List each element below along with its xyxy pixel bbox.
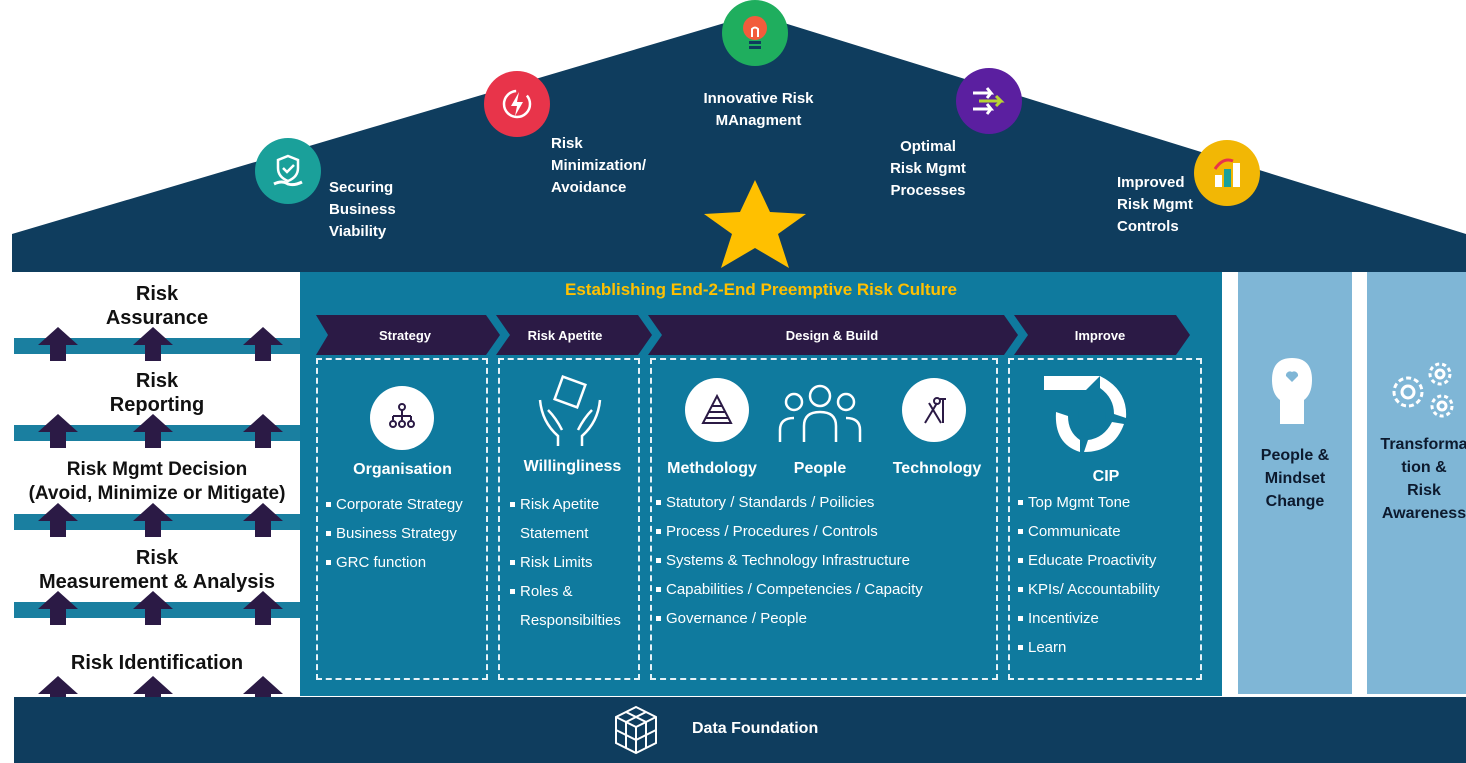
list-item: KPIs/ Accountability xyxy=(1018,575,1200,604)
cycle-icon xyxy=(1040,372,1134,456)
people-icon xyxy=(774,382,866,444)
up-arrow-icon xyxy=(38,414,78,448)
up-arrow-icon xyxy=(38,591,78,625)
list-item: Educate Proactivity xyxy=(1018,546,1200,575)
cubes-icon xyxy=(610,703,662,757)
lightning-icon xyxy=(484,71,550,137)
list-item: Business Strategy xyxy=(326,519,490,548)
list-item: Process / Procedures / Controls xyxy=(656,517,996,546)
design-bullets: Statutory / Standards / Poilicies Proces… xyxy=(656,488,996,633)
title-technology: Technology xyxy=(892,460,982,477)
people-mindset-column xyxy=(1238,272,1352,694)
up-arrow-icon xyxy=(38,503,78,537)
arrows-icon xyxy=(956,68,1022,134)
up-arrow-icon xyxy=(243,591,283,625)
head-heart-icon xyxy=(1266,356,1318,426)
apetite-box xyxy=(498,358,640,680)
list-item: Learn xyxy=(1018,633,1200,662)
improve-bullets: Top Mgmt Tone Communicate Educate Proact… xyxy=(1018,488,1200,662)
pyramid-icon xyxy=(685,378,749,442)
list-item: Risk Limits xyxy=(510,548,642,577)
list-item: Top Mgmt Tone xyxy=(1018,488,1200,517)
up-arrow-icon xyxy=(243,414,283,448)
star-icon xyxy=(704,180,806,268)
culture-panel: Establishing End-2-End Preemptive Risk C… xyxy=(300,272,1222,696)
strategy-bullets: Corporate Strategy Business Strategy GRC… xyxy=(326,490,490,577)
strategy-box xyxy=(316,358,488,680)
data-foundation-bar: Data Foundation xyxy=(14,697,1466,763)
hand-shield-icon xyxy=(255,138,321,204)
lightbulb-icon xyxy=(722,0,788,66)
level-risk-identification: Risk Identification xyxy=(70,652,244,674)
up-arrow-icon xyxy=(243,327,283,361)
list-item: Capabilities / Competencies / Capacity xyxy=(656,575,996,604)
footer-label: Data Foundation xyxy=(692,720,819,737)
title-organisation: Organisation xyxy=(353,461,452,478)
chevron-design-build xyxy=(648,315,1018,355)
title-cip: CIP xyxy=(1092,468,1120,485)
chevron-strategy xyxy=(316,315,500,355)
roof xyxy=(12,14,1466,272)
apetite-bullets: Risk Apetite Statement Risk Limits Roles… xyxy=(510,490,642,635)
growth-chart-icon xyxy=(1194,140,1260,206)
transformation-column xyxy=(1367,272,1466,694)
up-arrow-icon xyxy=(243,676,283,710)
list-item: Systems & Technology Infrastructure xyxy=(656,546,996,575)
improve-box xyxy=(1008,358,1202,680)
up-arrow-icon xyxy=(133,676,173,710)
up-arrow-icon xyxy=(133,414,173,448)
list-item: Statutory / Standards / Poilicies xyxy=(656,488,996,517)
list-item: Incentivize xyxy=(1018,604,1200,633)
title-methdology: Methdology xyxy=(667,460,757,477)
stage-risk-apetite: Risk Apetite xyxy=(527,328,603,343)
up-arrow-icon xyxy=(133,327,173,361)
list-item: Corporate Strategy xyxy=(326,490,490,519)
list-item: GRC function xyxy=(326,548,490,577)
title-people: People xyxy=(793,460,847,477)
up-arrow-icon xyxy=(38,676,78,710)
design-box xyxy=(650,358,998,680)
title-willingliness: Willingliness xyxy=(523,458,622,475)
list-item: Communicate xyxy=(1018,517,1200,546)
stage-design-build: Design & Build xyxy=(785,328,879,343)
chevron-risk-apetite xyxy=(496,315,652,355)
tools-icon xyxy=(902,378,966,442)
up-arrow-icon xyxy=(38,327,78,361)
up-arrow-icon xyxy=(243,503,283,537)
chevron-improve xyxy=(1014,315,1190,355)
hands-box-icon xyxy=(534,370,606,452)
org-chart-icon xyxy=(370,386,434,450)
up-arrow-icon xyxy=(133,503,173,537)
panel-title: Establishing End-2-End Preemptive Risk C… xyxy=(564,280,958,299)
up-arrow-icon xyxy=(133,591,173,625)
stage-strategy: Strategy xyxy=(378,328,432,343)
stage-chevrons xyxy=(316,315,1190,355)
gears-icon xyxy=(1380,356,1464,424)
level-risk-mgmt-decision: Risk Mgmt Decision(Avoid, Minimize or Mi… xyxy=(28,459,286,504)
list-item: Governance / People xyxy=(656,604,996,633)
stage-improve: Improve xyxy=(1074,328,1126,343)
list-item: Risk Apetite Statement xyxy=(510,490,642,548)
list-item: Roles & Responsibilties xyxy=(510,577,642,635)
